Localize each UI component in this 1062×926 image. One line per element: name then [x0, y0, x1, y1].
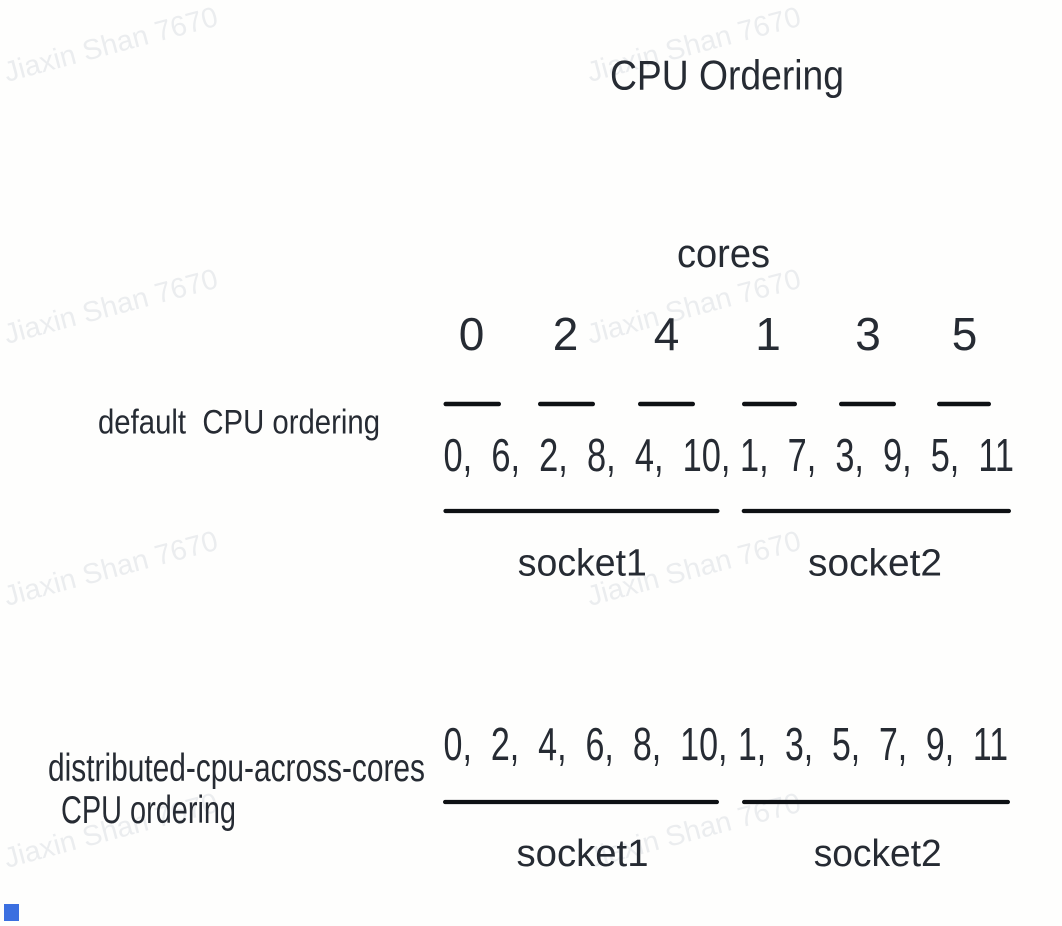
svg-text:socket1: socket1: [517, 833, 649, 875]
svg-text:0, 6, 2, 8, 4, 10,: 0, 6, 2, 8, 4, 10,: [444, 429, 731, 481]
svg-text:4: 4: [654, 308, 680, 360]
svg-text:3: 3: [855, 308, 881, 360]
svg-text:socket2: socket2: [814, 833, 942, 875]
svg-text:CPU ordering: CPU ordering: [61, 789, 236, 832]
svg-text:0: 0: [459, 308, 485, 360]
svg-text:CPU Ordering: CPU Ordering: [610, 52, 844, 99]
svg-text:1, 7, 3, 9, 5, 11: 1, 7, 3, 9, 5, 11: [740, 429, 1014, 481]
svg-text:default CPU ordering: default CPU ordering: [98, 403, 380, 441]
svg-text:2: 2: [553, 308, 579, 360]
svg-text:1: 1: [755, 308, 781, 360]
svg-text:cores: cores: [677, 232, 770, 276]
svg-text:0, 2, 4, 6, 8, 10,: 0, 2, 4, 6, 8, 10,: [444, 718, 728, 770]
svg-text:socket2: socket2: [808, 542, 942, 584]
svg-text:socket1: socket1: [518, 542, 647, 584]
svg-text:distributed-cpu-across-cores: distributed-cpu-across-cores: [48, 747, 425, 790]
svg-text:1, 3, 5, 7, 9, 11: 1, 3, 5, 7, 9, 11: [738, 718, 1008, 770]
svg-text:5: 5: [952, 308, 978, 360]
